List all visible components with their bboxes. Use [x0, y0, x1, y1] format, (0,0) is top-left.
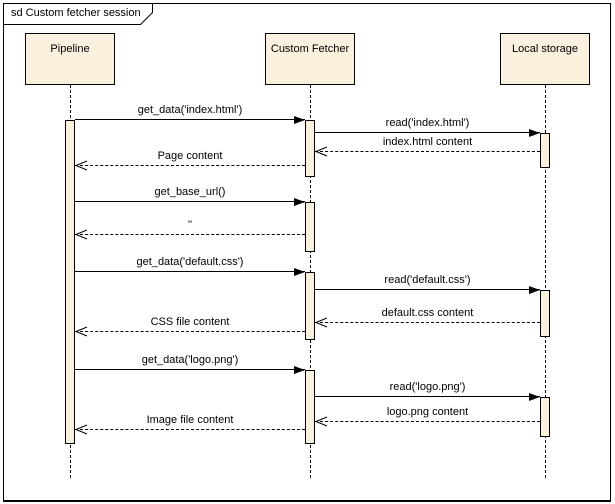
message-label: read('index.html'): [385, 117, 470, 129]
filled-arrowhead-right-icon: [294, 268, 305, 276]
activation-custom-fetcher-4: [305, 370, 315, 444]
activation-local-storage-2: [540, 290, 550, 337]
message-label: read('default.css'): [384, 274, 471, 286]
message-label: read('logo.png'): [389, 381, 466, 393]
lifeline-name: Custom Fetcher: [270, 43, 350, 55]
activation-local-storage-3: [540, 397, 550, 437]
message-line: [315, 132, 540, 133]
message-line: [75, 234, 305, 235]
open-arrowhead-left-icon: [75, 229, 88, 240]
frame-title-tab: sd Custom fetcher session: [3, 3, 153, 25]
lifeline-head-custom-fetcher: Custom Fetcher: [265, 33, 355, 85]
filled-arrowhead-right-icon: [529, 286, 540, 294]
message-label: get_base_url(): [154, 186, 226, 198]
message-line: [75, 429, 305, 430]
open-arrowhead-left-icon: [75, 424, 88, 435]
message-line: [75, 369, 305, 370]
message-line: [315, 396, 540, 397]
message-label: get_data('logo.png'): [141, 354, 239, 366]
message-get-data-logo-png: get_data('logo.png'): [75, 352, 305, 374]
activation-custom-fetcher-1: [305, 120, 315, 177]
filled-arrowhead-right-icon: [294, 366, 305, 374]
message-get-data-index-html: get_data('index.html'): [75, 102, 305, 124]
message-page-content: Page content: [75, 148, 305, 171]
frame-title: sd Custom fetcher session: [11, 7, 141, 19]
message-line: [75, 271, 305, 272]
filled-arrowhead-right-icon: [529, 393, 540, 401]
message-label: logo.png content: [386, 406, 469, 418]
message-get-base-url: get_base_url(): [75, 184, 305, 206]
activation-custom-fetcher-2: [305, 202, 315, 252]
message-get-data-default-css: get_data('default.css'): [75, 254, 305, 276]
open-arrowhead-left-icon: [75, 326, 88, 337]
open-arrowhead-left-icon: [75, 160, 88, 171]
open-arrowhead-left-icon: [315, 146, 328, 157]
frame-tab-pentagon: [3, 3, 153, 25]
message-label: get_data('index.html'): [137, 104, 243, 116]
message-line: [315, 151, 540, 152]
message-line: [315, 322, 540, 323]
message-image-file-content: Image file content: [75, 412, 305, 435]
message-line: [75, 331, 305, 332]
lifeline-name: Local storage: [511, 43, 579, 55]
open-arrowhead-left-icon: [315, 317, 328, 328]
filled-arrowhead-right-icon: [294, 198, 305, 206]
message-label: Page content: [157, 150, 223, 162]
message-label: '': [187, 219, 193, 231]
activation-custom-fetcher-3: [305, 272, 315, 340]
message-label: Image file content: [146, 414, 234, 426]
open-arrowhead-left-icon: [315, 416, 328, 427]
filled-arrowhead-right-icon: [294, 116, 305, 124]
message-read-index-html: read('index.html'): [315, 115, 540, 137]
message-line: [75, 201, 305, 202]
message-read-logo-png: read('logo.png'): [315, 379, 540, 401]
message-line: [315, 289, 540, 290]
message-label: get_data('default.css'): [136, 256, 244, 268]
message-read-default-css: read('default.css'): [315, 272, 540, 294]
message-css-file-content: CSS file content: [75, 314, 305, 337]
message-empty-string-return: '': [75, 217, 305, 240]
lifeline-local-storage: [545, 85, 546, 478]
message-label: index.html content: [382, 136, 473, 148]
message-label: CSS file content: [150, 316, 230, 328]
lifeline-name: Pipeline: [50, 43, 90, 55]
message-index-html-content: index.html content: [315, 134, 540, 157]
message-default-css-content: default.css content: [315, 305, 540, 328]
message-line: [315, 421, 540, 422]
message-line: [75, 119, 305, 120]
message-label: default.css content: [381, 307, 474, 319]
activation-pipeline: [65, 120, 75, 444]
lifeline-head-local-storage: Local storage: [500, 33, 590, 85]
message-logo-png-content: logo.png content: [315, 404, 540, 427]
lifeline-head-pipeline: Pipeline: [25, 33, 115, 85]
message-line: [75, 165, 305, 166]
filled-arrowhead-right-icon: [529, 129, 540, 137]
activation-local-storage-1: [540, 133, 550, 168]
